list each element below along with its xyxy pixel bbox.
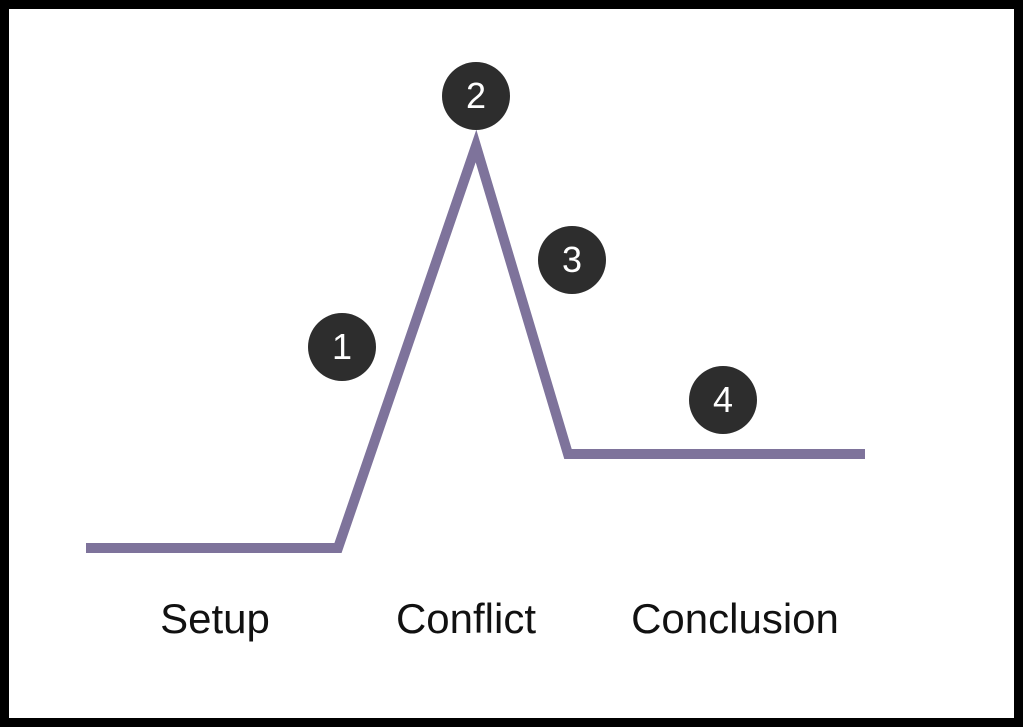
stage-label-conflict: Conflict <box>395 595 537 642</box>
step-badge-label: 1 <box>331 326 353 367</box>
step-badge-label: 4 <box>712 379 734 420</box>
step-badge-3[interactable]: 3 <box>538 226 606 294</box>
stage-label-conclusion: Conclusion <box>631 595 839 642</box>
step-badge-2[interactable]: 2 <box>442 62 510 130</box>
stage-label-setup: Setup <box>160 595 270 642</box>
step-badge-label: 3 <box>561 239 583 280</box>
step-badge-4[interactable]: 4 <box>689 366 757 434</box>
step-badge-1[interactable]: 1 <box>308 313 376 381</box>
step-badge-label: 2 <box>465 75 487 116</box>
story-arc-line <box>86 129 865 553</box>
